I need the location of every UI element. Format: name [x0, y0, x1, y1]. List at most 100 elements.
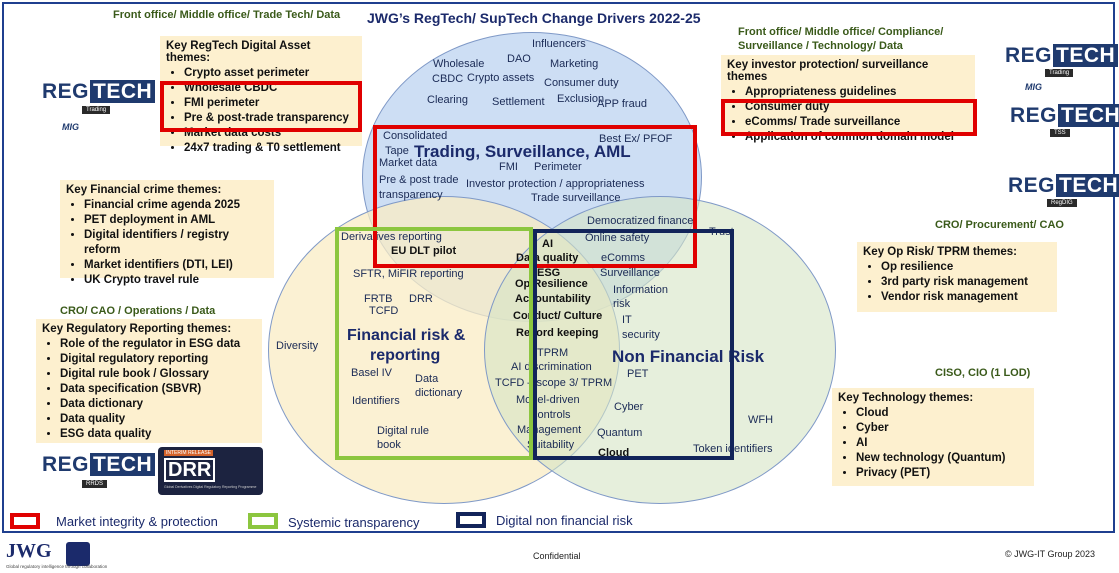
list-item: Digital identifiers / registry reform: [84, 228, 268, 258]
highlight-investor: [721, 99, 977, 136]
box-technology: Key Technology themes: Cloud Cyber AI Ne…: [832, 388, 1034, 486]
list-item: PET deployment in AML: [84, 213, 268, 228]
term: WFH: [748, 414, 774, 426]
box-financial-crime: Key Financial crime themes: Financial cr…: [60, 180, 274, 286]
logo-tech-text: TECH: [1056, 174, 1119, 197]
term: Pre & post trade: [379, 174, 459, 186]
confidential-label: Confidential: [533, 551, 581, 561]
term: ESG: [537, 267, 561, 279]
term: Perimeter: [534, 161, 582, 173]
list-item: Wholesale CBDC: [184, 81, 356, 96]
term: Consumer duty: [544, 77, 619, 89]
term: Quantum: [597, 427, 643, 439]
list-item: FMI perimeter: [184, 96, 356, 111]
logo-subtitle: RegDIG: [1047, 199, 1077, 207]
term: TCFD – scope 3/ TPRM: [495, 377, 613, 389]
slide-frame: [2, 2, 1115, 533]
box-investor-protection: Key investor protection/ surveillance th…: [721, 55, 975, 143]
list-item: 3rd party risk management: [881, 275, 1051, 290]
legend-label-green: Systemic transparency: [288, 515, 420, 530]
jwg-tagline: Global regulatory intelligence through c…: [6, 564, 108, 569]
list-item: Data quality: [60, 412, 256, 427]
term: SFTR, MiFIR reporting: [353, 268, 464, 280]
logo-tech-text: TECH: [1058, 104, 1119, 127]
circle-title-trading: Trading, Surveillance, AML: [414, 142, 631, 161]
list-item: Op resilience: [881, 260, 1051, 275]
slide-title: JWG’s RegTech/ SupTech Change Drivers 20…: [367, 10, 701, 26]
box-op-risk: Key Op Risk/ TPRM themes: Op resilience …: [857, 242, 1057, 312]
circle-title-non-financial: Non Financial Risk: [612, 347, 765, 366]
term: PET: [627, 368, 649, 380]
term: Exclusion: [557, 93, 605, 105]
circle-title-financial-2: reporting: [370, 347, 441, 364]
logo-subtitle: RRDS: [82, 480, 108, 488]
term: AI: [542, 238, 553, 250]
highlight-digital-asset: [160, 81, 362, 132]
box-title: Key Technology themes:: [838, 392, 974, 404]
logo-subtitle: Trading: [82, 106, 111, 114]
box-title: Key RegTech Digital Asset themes:: [166, 40, 311, 64]
box-title: Key Regulatory Reporting themes:: [42, 323, 232, 335]
list-item: Financial crime agenda 2025: [84, 198, 268, 213]
term: Investor protection / appropriateness: [466, 178, 645, 190]
term: risk: [613, 298, 631, 310]
list-item: Cyber: [856, 421, 1028, 436]
legend-swatch-red: [10, 513, 40, 529]
box-title: Key Op Risk/ TPRM themes:: [863, 246, 1018, 258]
term: Market data: [379, 157, 438, 169]
box-title: Key Financial crime themes:: [66, 184, 222, 196]
list-item: Privacy (PET): [856, 466, 1028, 481]
term: book: [377, 439, 401, 451]
term: Identifiers: [352, 395, 400, 407]
list-item: Cloud: [856, 406, 1028, 421]
term: CBDC: [432, 73, 464, 85]
list-item: Market identifiers (DTI, LEI): [84, 258, 268, 273]
copyright: © JWG-IT Group 2023: [1005, 549, 1095, 559]
term: Information: [613, 284, 669, 296]
highlight-systemic: [335, 227, 533, 460]
term: dictionary: [415, 387, 463, 399]
term: Cyber: [614, 401, 644, 413]
list-item: Data specification (SBVR): [60, 382, 256, 397]
logo-tech-text: TECH: [1053, 44, 1119, 67]
list-item: Pre & post-trade transparency: [184, 111, 356, 126]
jwg-emblem-icon: [66, 542, 90, 566]
term: transparency: [379, 189, 443, 201]
term: Digital rule: [377, 425, 429, 437]
list-item: 24x7 trading & T0 settlement: [184, 141, 356, 156]
list-item: Appropriateness guidelines: [745, 85, 969, 100]
circle-non-financial: [484, 196, 836, 504]
list-item: Crypto asset perimeter: [184, 66, 356, 81]
term: FMI: [499, 161, 518, 173]
logo-subtitle: Trading: [1045, 69, 1074, 77]
legend-swatch-navy: [456, 512, 486, 528]
jwg-logo: JWG: [6, 540, 52, 562]
term: Democratized finance: [587, 215, 694, 227]
term: Data: [415, 373, 439, 385]
list-item: Data dictionary: [60, 397, 256, 412]
term: Suitability: [527, 439, 575, 451]
term: FRTB: [364, 293, 393, 305]
logo-tech-text: TECH: [90, 453, 156, 476]
list-item: Digital regulatory reporting: [60, 352, 256, 367]
term: Settlement: [492, 96, 545, 108]
term: Basel IV: [351, 367, 392, 379]
highlight-digital-nfr: [533, 229, 734, 460]
term: APP fraud: [597, 98, 647, 110]
term: DAO: [507, 53, 531, 65]
role-compliance-2: Surveillance / Technology/ Data: [738, 40, 903, 52]
drr-subtitle: Global Derivatives Digital Regulatory Re…: [164, 485, 257, 489]
term: Consolidated: [383, 130, 448, 142]
term: Crypto assets: [467, 72, 535, 84]
list-item: Role of the regulator in ESG data: [60, 337, 256, 352]
logo-reg-text: REG: [42, 453, 90, 476]
term: Trade surveillance: [531, 192, 621, 204]
role-cro-procurement: CRO/ Procurement/ CAO: [935, 219, 1064, 231]
term: Influencers: [532, 38, 586, 50]
term: Surveillance: [600, 267, 660, 279]
term: Tape: [385, 145, 409, 157]
